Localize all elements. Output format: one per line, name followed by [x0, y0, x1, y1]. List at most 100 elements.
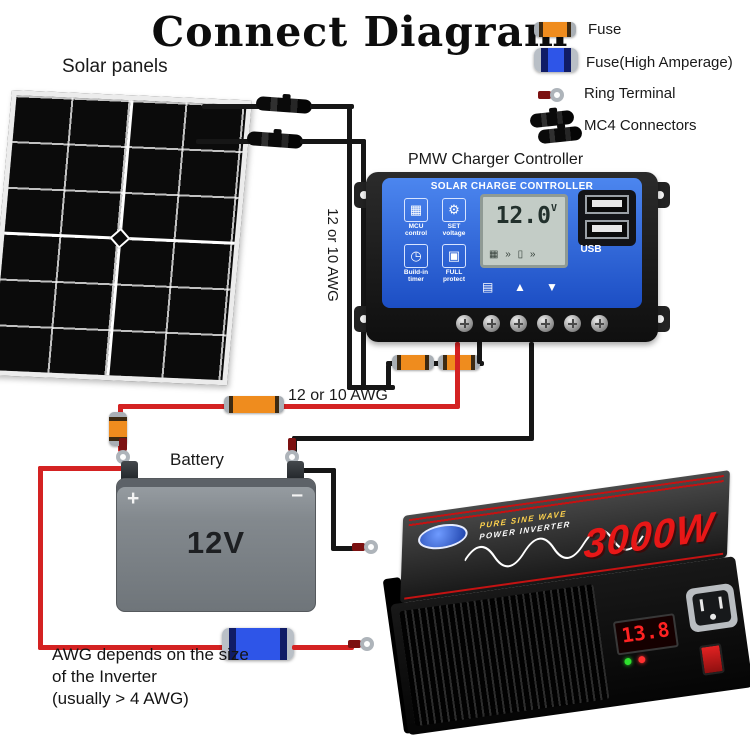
awg-vertical-label: 12 or 10 AWG [324, 208, 341, 302]
page-title: Connect Diagram [151, 8, 569, 56]
feature-set-voltage: ⚙ SET voltage [436, 198, 472, 237]
mc4-connector-icon [529, 109, 575, 129]
feature-built-in-timer: ◷ Build-in timer [398, 244, 434, 283]
fuse-icon [534, 22, 576, 37]
charge-controller: SOLAR CHARGE CONTROLLER ▦ MCU control ⚙ … [354, 172, 670, 344]
legend-fuse-label: Fuse [588, 21, 622, 38]
power-inverter: PURE SINE WAVE POWER INVERTER 3000W 13.8 [374, 470, 750, 740]
battery: + – 12V [116, 478, 316, 612]
terminal-screw [537, 315, 554, 332]
usb-port-icon [585, 195, 629, 214]
usb-port-icon [585, 220, 629, 239]
lcd-voltage-value: 12.0V [496, 203, 557, 229]
down-button[interactable]: ▼ [546, 280, 558, 294]
mc4-connector-icon [255, 96, 313, 114]
terminal-screw [456, 315, 473, 332]
ring-terminal-ring [550, 88, 564, 102]
awg-note-line2: of the Inverter [52, 667, 157, 686]
menu-button[interactable]: ▤ [482, 280, 494, 294]
fuse-high-amperage-icon [222, 628, 294, 660]
pv-wire-segment [361, 139, 366, 390]
lcd-screen: 12.0V ▦ » ▯ » [480, 194, 568, 268]
pv-wire-segment [300, 139, 366, 144]
ring-terminal-icon [352, 540, 378, 554]
ac-outlet-socket [691, 589, 732, 627]
usb-label: USB [580, 244, 602, 255]
pv-wire-segment [202, 104, 260, 109]
mc4-connector-icon [246, 131, 304, 149]
inverter-top-face: PURE SINE WAVE POWER INVERTER 3000W [400, 470, 730, 604]
heatsink-ribs [399, 584, 610, 727]
battery-positive-wire [118, 404, 460, 409]
awg-note-line3: (usually > 4 AWG) [52, 689, 189, 708]
mcu-chip-icon: ▦ [404, 198, 428, 222]
battery-negative-wire [529, 342, 534, 440]
fuse-icon [109, 412, 127, 446]
terminal-screw [483, 315, 500, 332]
ring-terminal-sleeve [538, 91, 551, 99]
inverter-negative-wire [302, 468, 336, 473]
ac-outlet [684, 582, 739, 634]
pv-wire-segment [196, 139, 252, 144]
feature-mcu-control: ▦ MCU control [398, 198, 434, 237]
gear-icon: ⚙ [442, 198, 466, 222]
inverter-positive-wire [38, 645, 226, 650]
terminal-screw [591, 315, 608, 332]
ac-outlet-hole [709, 613, 717, 621]
terminal-screw [510, 315, 527, 332]
ring-terminal-ring [360, 637, 374, 651]
power-switch[interactable] [698, 642, 725, 676]
awg-note: AWG depends on the size of the Inverter … [52, 644, 249, 710]
battery-positive-post [121, 461, 138, 479]
inverter-negative-wire [331, 468, 336, 550]
feature-label: MCU control [404, 223, 428, 237]
green-led-icon [624, 657, 632, 666]
inverter-positive-wire [38, 466, 43, 650]
fuse-high-amperage-icon [534, 48, 578, 72]
ring-terminal-icon [348, 637, 374, 651]
controller-caption: PMW Charger Controller [408, 151, 584, 168]
solar-panels-label: Solar panels [62, 56, 168, 77]
battery-label: Battery [170, 450, 224, 469]
inverter-positive-wire [38, 466, 124, 471]
battery-negative-wire [292, 436, 534, 441]
feature-label: FULL protect [442, 269, 466, 283]
lcd-status-icons: ▦ » ▯ » [489, 249, 538, 260]
pv-wire-segment [310, 104, 354, 109]
battery-voltage-label: 12V [186, 525, 246, 560]
inverter-led-display: 13.8 [612, 613, 679, 656]
protect-icon: ▣ [442, 244, 466, 268]
controller-header: SOLAR CHARGE CONTROLLER [430, 181, 594, 192]
ring-terminal-sleeve [348, 640, 361, 648]
pv-wire-segment [386, 361, 484, 366]
lcd-digits: 12.0 [495, 203, 551, 229]
usb-module [578, 190, 636, 246]
battery-negative-post [287, 461, 304, 479]
feature-label: SET voltage [442, 223, 466, 237]
timer-icon: ◷ [404, 244, 428, 268]
ring-terminal-ring [364, 540, 378, 554]
legend-fuse-high-label: Fuse(High Amperage) [586, 54, 733, 71]
controller-body: SOLAR CHARGE CONTROLLER ▦ MCU control ⚙ … [366, 172, 658, 342]
terminal-screw [564, 315, 581, 332]
pv-wire-segment [347, 104, 352, 390]
feature-full-protect: ▣ FULL protect [436, 244, 472, 283]
fuse-icon [224, 396, 284, 413]
mc4-connector-icon [537, 125, 583, 145]
fuse-icon [392, 355, 434, 370]
solar-panel [0, 90, 253, 386]
feature-label: Build-in timer [403, 269, 429, 283]
legend-ring-terminal-label: Ring Terminal [584, 85, 676, 102]
up-button[interactable]: ▲ [514, 280, 526, 294]
battery-positive-wire [455, 342, 460, 408]
ring-terminal-icon [538, 88, 564, 102]
legend-mc4-label: MC4 Connectors [584, 117, 697, 134]
inverter-power-label: 3000W [582, 504, 715, 568]
awg-horizontal-label: 12 or 10 AWG [288, 387, 388, 404]
sine-wave-icon [463, 521, 653, 579]
red-led-icon [637, 655, 646, 664]
awg-note-line1: AWG depends on the size [52, 645, 249, 664]
inverter-positive-wire [292, 645, 354, 650]
battery-plus-sign: + [127, 487, 140, 510]
